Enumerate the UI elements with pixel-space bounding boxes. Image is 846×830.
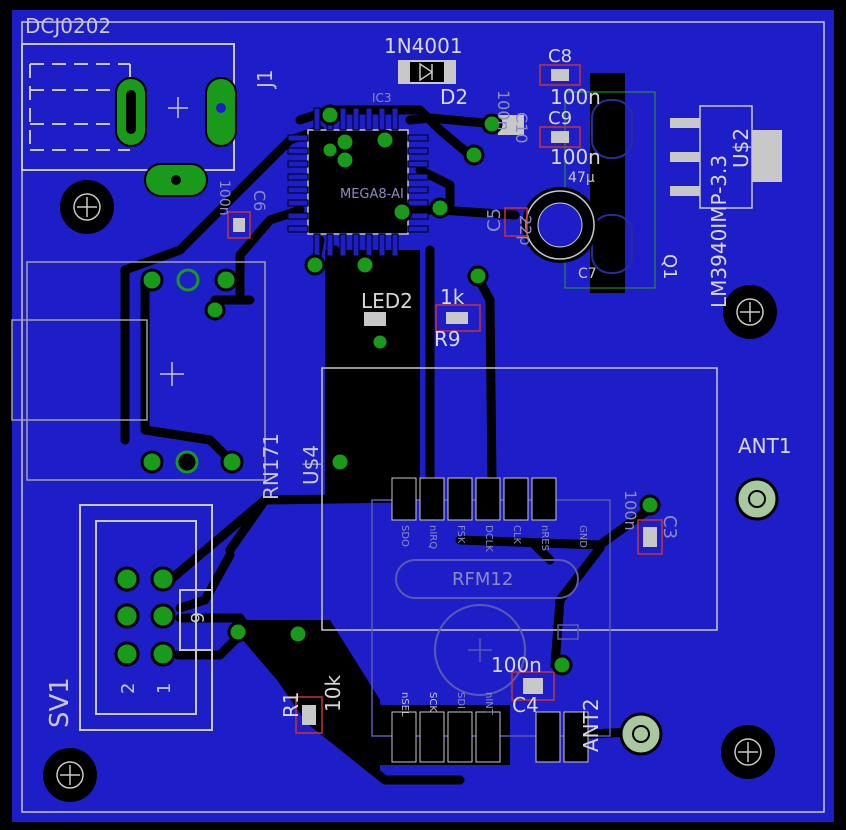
label-c9: C9 — [548, 108, 572, 129]
mounting-hole-top-left — [60, 180, 114, 234]
label-mega8: MEGA8-AI — [340, 187, 404, 202]
cap-c5 — [504, 207, 528, 237]
module-rn171 — [11, 261, 266, 481]
rfm-pin-clk: CLK — [511, 525, 522, 545]
board-outline — [21, 21, 825, 813]
rfm-pin-gnd: GND — [577, 525, 588, 548]
label-ant1: ANT1 — [738, 434, 792, 458]
label-c8-value: 100n — [550, 85, 601, 109]
rfm-pin-nres: nRES — [539, 525, 550, 551]
label-c5: C5 — [484, 208, 505, 232]
label-c3: C3 — [659, 515, 680, 539]
cap-c10 — [498, 115, 524, 135]
module-rfm12 — [371, 477, 611, 763]
label-ant2: ANT2 — [579, 698, 603, 752]
cap-c4 — [511, 671, 555, 701]
rfm-pin-sck: SCK — [427, 692, 438, 712]
jack-j1 — [21, 43, 237, 197]
regulator-us2 — [670, 105, 782, 209]
label-d2: D2 — [440, 85, 468, 109]
label-c6-value: 100n — [216, 180, 232, 216]
label-pin1: 1 — [154, 683, 175, 694]
cap-c6 — [227, 211, 251, 239]
label-lm3940: LM3940IMP-3.3 — [707, 155, 731, 308]
label-us2: U$2 — [729, 128, 753, 168]
label-ic3: IC3 — [372, 91, 392, 105]
ant2-pad — [619, 712, 663, 756]
label-c5-value: 22p — [516, 215, 535, 246]
label-led2: LED2 — [361, 289, 413, 313]
rfm-pin-nirq: nIRQ — [427, 525, 438, 549]
resistor-r9 — [435, 304, 481, 332]
smd-parts — [227, 60, 663, 734]
label-rn171: RN171 — [259, 433, 283, 500]
label-sv1: SV1 — [45, 677, 75, 728]
silkscreen-labels: DCJ0202 J1 1N4001 D2 C8 100n C9 100n 47µ… — [25, 14, 792, 752]
label-q1: Q1 — [659, 254, 680, 280]
ant1-pad — [735, 477, 779, 521]
label-c6: C6 — [250, 190, 269, 211]
ic-mega8 — [287, 107, 429, 257]
rfm-pin-dclk: DCLK — [483, 525, 494, 552]
label-c3-value: 100n — [621, 490, 640, 531]
label-rfm12: RFM12 — [452, 569, 513, 590]
label-r9: R9 — [434, 327, 461, 351]
antenna-pads — [619, 477, 779, 756]
label-us4: U$4 — [299, 445, 323, 485]
mounting-holes — [43, 180, 777, 802]
led-led2 — [364, 312, 386, 326]
label-r1-value: 10k — [321, 675, 345, 712]
cap-c8 — [539, 64, 581, 86]
label-c7: C7 — [578, 266, 597, 282]
rfm-pin-nsel: nSEL — [399, 692, 410, 717]
label-c4-value: 100n — [491, 653, 542, 677]
vias — [114, 104, 661, 676]
cap-c9 — [539, 126, 581, 148]
cap-c3 — [637, 519, 663, 555]
label-c10-value: 100n — [494, 90, 513, 131]
label-r9-value: 1k — [440, 285, 465, 309]
mounting-hole-right-middle — [723, 285, 777, 339]
label-c8: C8 — [548, 46, 572, 67]
rfm-pin-sdi: SDI — [455, 692, 466, 709]
resistor-r1 — [295, 696, 323, 734]
header-sv1 — [79, 504, 213, 731]
label-c10: C10 — [512, 112, 531, 144]
label-dcj0202: DCJ0202 — [25, 14, 111, 38]
crystal-q1 — [522, 73, 656, 293]
rfm12-bottom-pin-labels: nSEL SCK SDI nINT — [399, 692, 494, 717]
label-pin6: 6 — [186, 612, 207, 623]
label-c7-value: 47µ — [568, 170, 595, 186]
label-r1: R1 — [279, 691, 303, 718]
label-j1: J1 — [253, 69, 277, 90]
rfm-pin-sdo: SDO — [399, 525, 410, 547]
label-c4: C4 — [512, 693, 539, 717]
mounting-hole-bottom-right — [721, 725, 775, 779]
rfm-pin-fsk: FSK — [455, 525, 466, 544]
label-pin2: 2 — [118, 683, 139, 694]
rfm-pin-nint: nINT — [483, 692, 494, 716]
rfm12-top-pin-labels: SDO nIRQ FSK DCLK CLK nRES GND — [399, 525, 588, 552]
label-c9-value: 100n — [550, 145, 601, 169]
label-d2-value: 1N4001 — [384, 34, 463, 58]
mounting-hole-bottom-left — [43, 748, 97, 802]
